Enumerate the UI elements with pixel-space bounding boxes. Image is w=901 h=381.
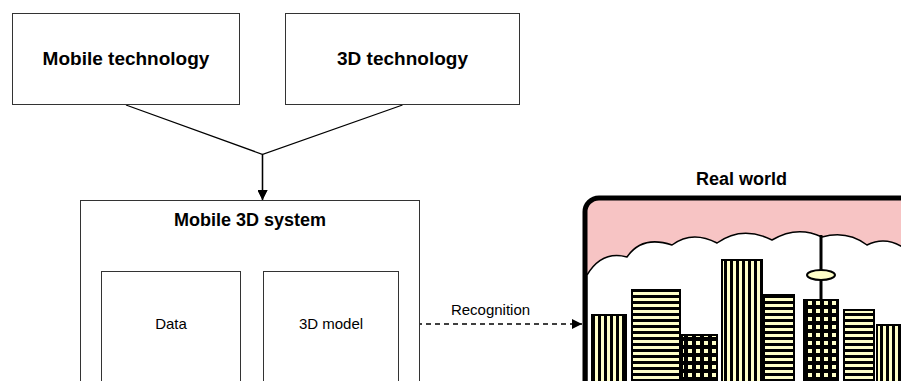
system-box: Mobile 3D systemData 3D model	[80, 200, 420, 381]
connector	[126, 105, 263, 200]
real-world-panel: Real world	[582, 165, 901, 381]
node-label: Data	[155, 314, 187, 334]
component-box: Data	[101, 271, 241, 381]
city-illustration	[582, 195, 901, 381]
technology-box: Mobile technology	[12, 13, 240, 105]
component-box: 3D model	[263, 271, 399, 381]
node-label: Mobile 3D system	[174, 210, 326, 230]
panel-heading: Real world	[696, 169, 787, 189]
connector	[263, 105, 403, 200]
node-label: 3D technology	[337, 49, 468, 69]
node-label: 3D model	[299, 314, 363, 334]
recognition-link	[399, 323, 582, 324]
edge-label: Recognition	[447, 301, 534, 318]
node-label: Mobile technology	[43, 49, 210, 69]
technology-box: 3D technology	[285, 13, 520, 105]
